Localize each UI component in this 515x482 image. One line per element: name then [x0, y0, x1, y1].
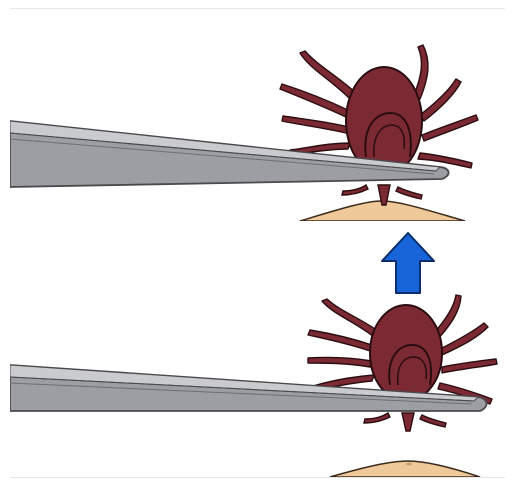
tick-mouthparts	[342, 185, 422, 205]
panel-tick-pulled-up	[10, 221, 505, 478]
tick-body	[370, 305, 442, 401]
skin-surface	[330, 461, 480, 477]
tick-mouthparts	[364, 413, 446, 431]
tick-removal-step-2-illustration	[10, 221, 505, 477]
arrow-up-icon	[382, 233, 434, 293]
tick-legs-right	[434, 295, 497, 404]
panel-tick-grasped	[10, 8, 505, 222]
tick-legs-right	[414, 45, 478, 168]
tick-removal-step-1-illustration	[10, 9, 505, 221]
tick-legs-left	[308, 299, 378, 391]
tick-legs-left	[280, 51, 356, 155]
